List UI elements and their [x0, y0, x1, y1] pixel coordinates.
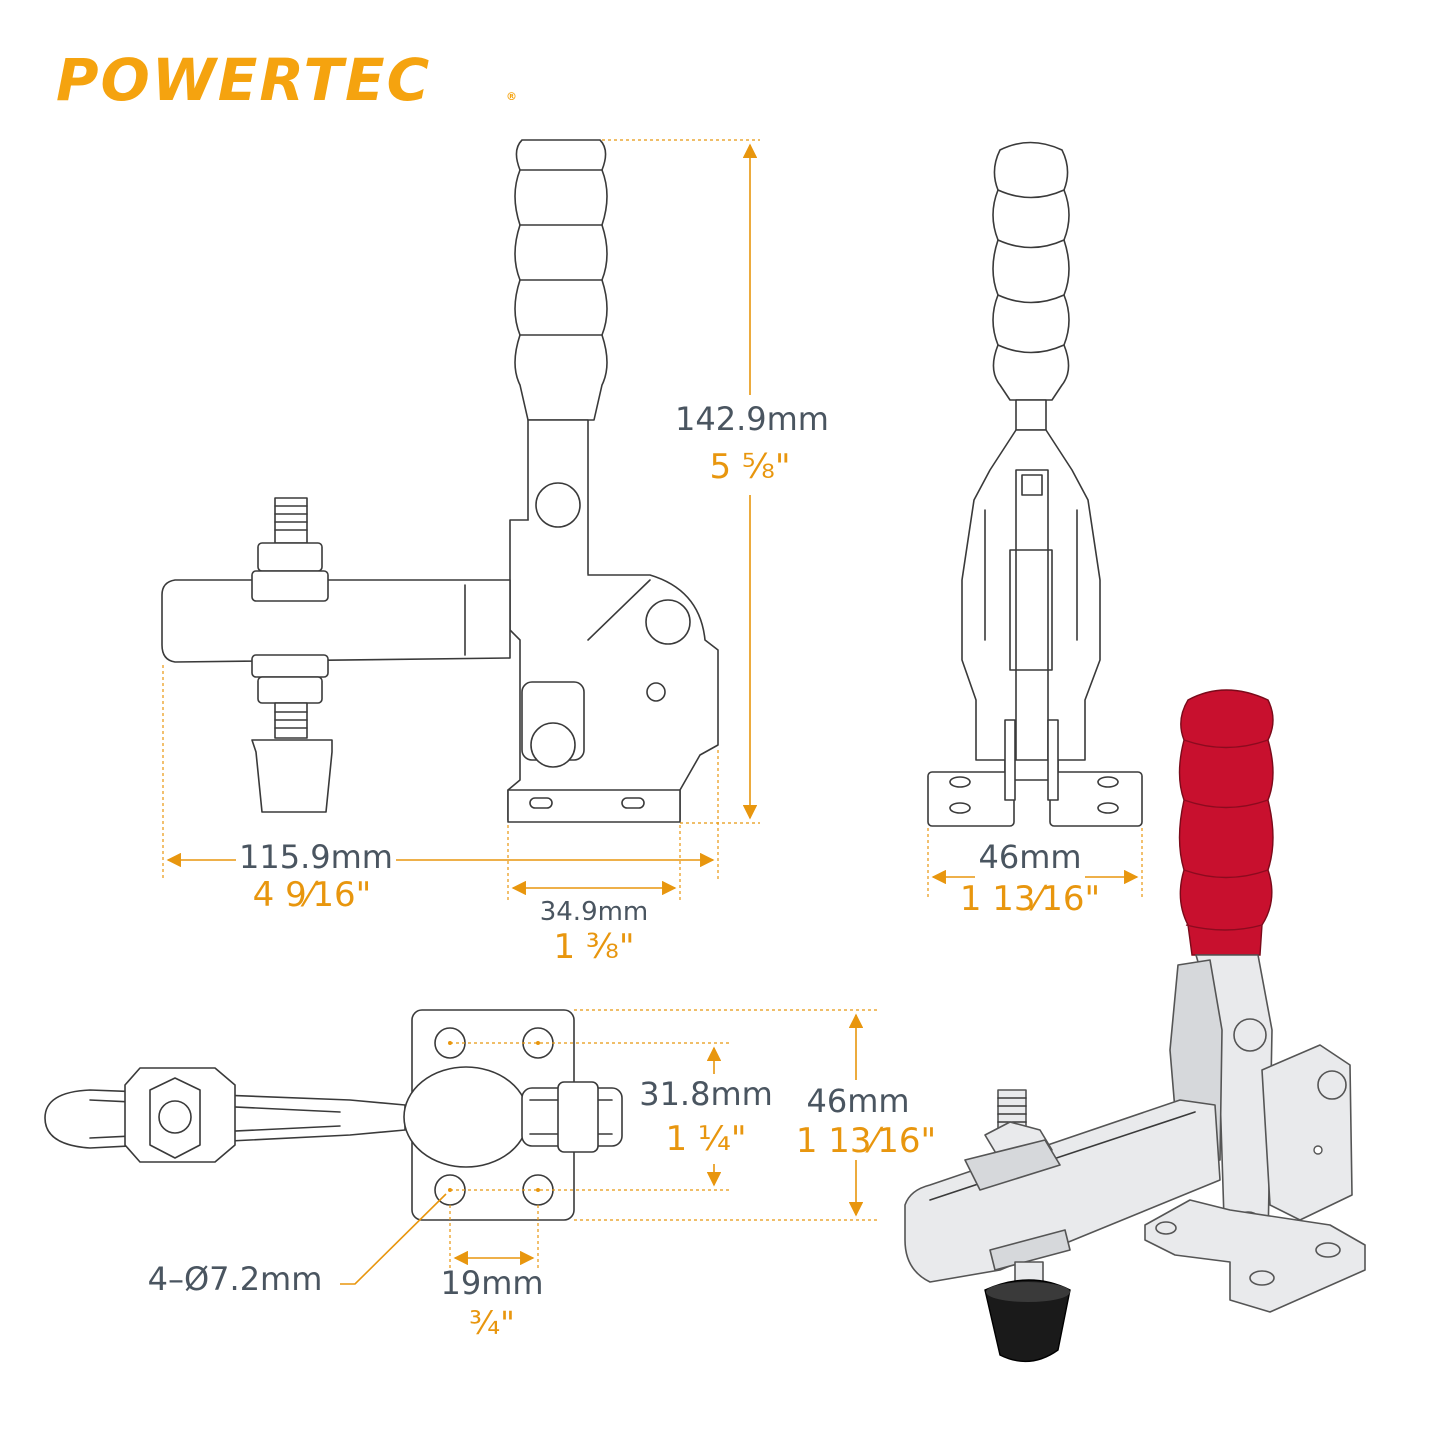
dim-front-width: 46mm 1 13⁄16" [927, 828, 1143, 919]
length-mm-label: 115.9mm [239, 838, 393, 876]
hole-spacing-x-inch-label: ¾" [469, 1304, 515, 1342]
dim-hole-diameter: 4–Ø7.2mm [148, 1193, 447, 1298]
front-foot-right [1049, 771, 1143, 827]
top-view [44, 1009, 623, 1221]
base-width-inch-label: 1 13⁄16" [796, 1121, 936, 1161]
dim-base-reach: 34.9mm 1 ⅜" [507, 825, 681, 967]
side-view [161, 139, 719, 823]
product-render [904, 689, 1366, 1363]
side-pivot-upper [535, 482, 581, 528]
front-view [927, 141, 1143, 827]
registered-mark: ® [506, 90, 519, 103]
base-reach-mm-label: 34.9mm [540, 897, 649, 927]
dim-hole-spacing-y: 31.8mm 1 ¼" [450, 1042, 776, 1191]
side-clamp-arm [161, 579, 511, 663]
hole-spacing-x-mm-label: 19mm [440, 1264, 543, 1302]
hole-diameter-label: 4–Ø7.2mm [148, 1260, 323, 1298]
side-body-plate [507, 519, 719, 821]
height-mm-label: 142.9mm [675, 400, 829, 438]
front-handle-grip [992, 141, 1070, 401]
front-foot-left [927, 771, 1015, 827]
length-inch-label: 4 9⁄16" [253, 875, 372, 915]
front-width-mm-label: 46mm [978, 838, 1081, 876]
brand-logo: POWERTEC ® [56, 46, 519, 114]
hole-spacing-y-inch-label: 1 ¼" [665, 1119, 746, 1159]
hole-spacing-y-mm-label: 31.8mm [639, 1075, 773, 1113]
render-clamp-arm [904, 1099, 1221, 1283]
brand-name: POWERTEC [56, 46, 431, 114]
dim-hole-spacing-x: 19mm ¾" [440, 1205, 544, 1342]
dim-length: 115.9mm 4 9⁄16" [162, 665, 719, 915]
render-red-handle [1178, 689, 1274, 956]
dim-base-width: 46mm 1 13⁄16" [574, 1009, 936, 1221]
front-width-inch-label: 1 13⁄16" [960, 879, 1100, 919]
dim-height: 142.9mm 5 ⅝" [602, 139, 830, 824]
height-inch-label: 5 ⅝" [709, 447, 790, 487]
base-width-mm-label: 46mm [806, 1082, 909, 1120]
base-reach-inch-label: 1 ⅜" [553, 927, 634, 967]
